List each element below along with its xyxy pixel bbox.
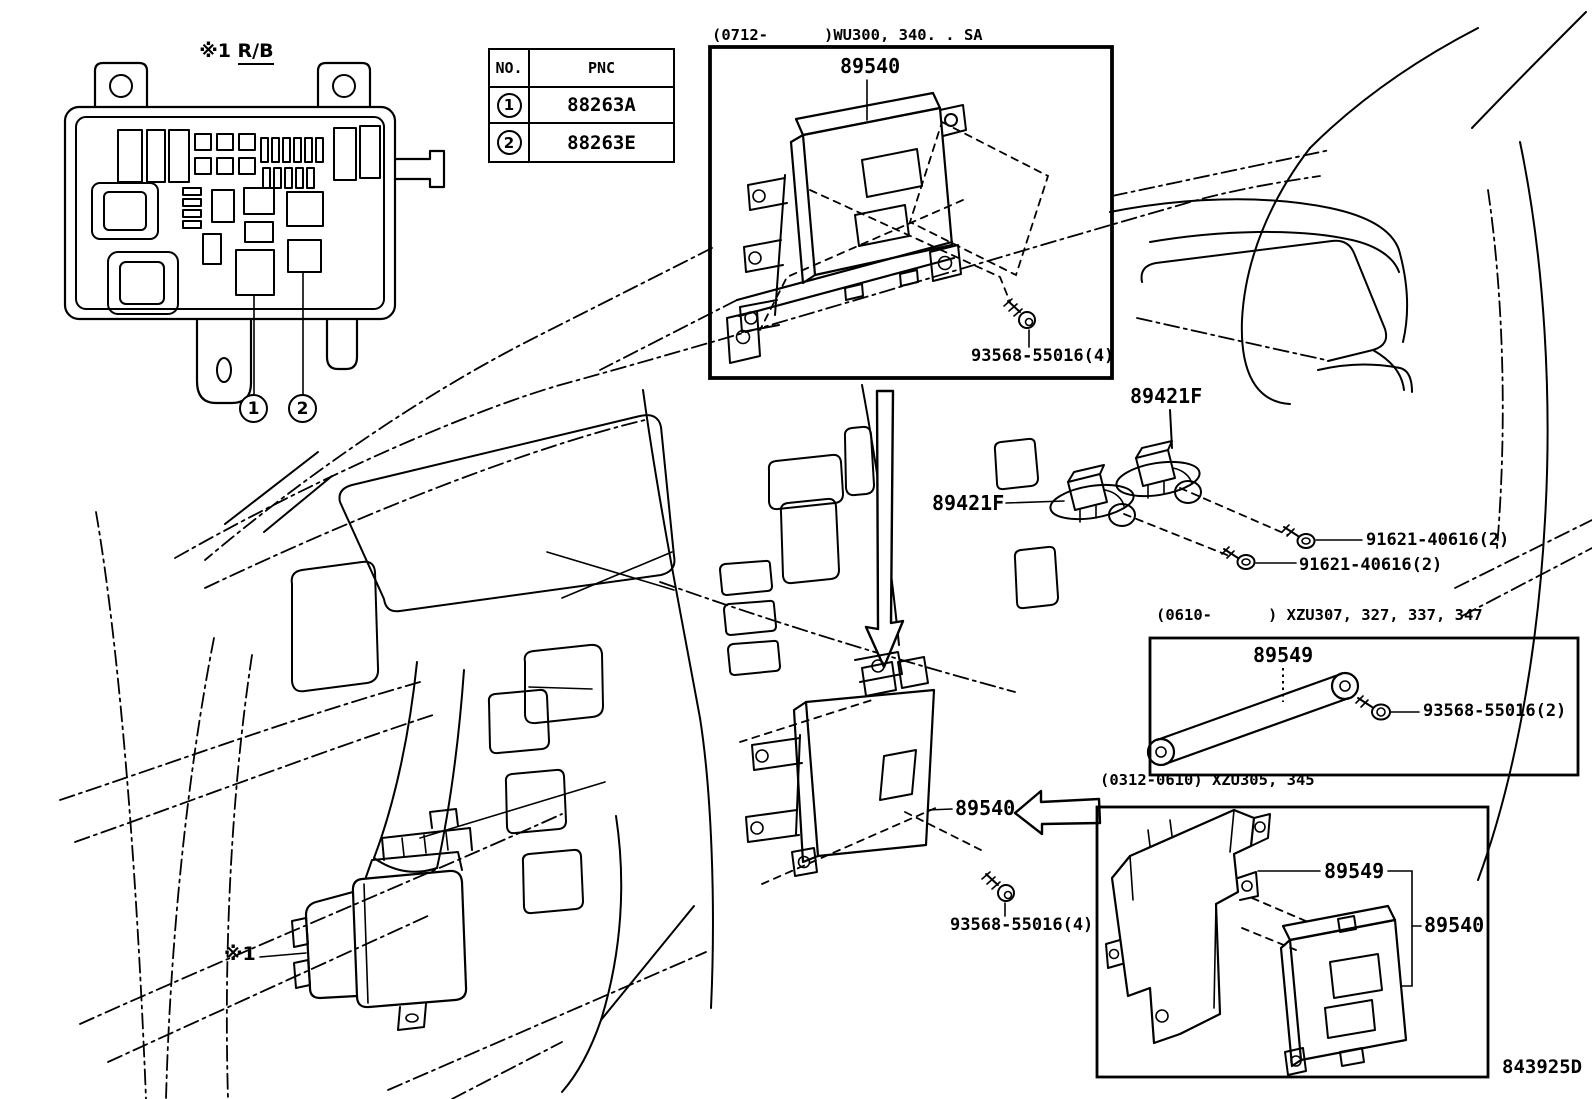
callout-2: 2	[288, 394, 317, 423]
legend-header-pnc: PNC	[530, 50, 673, 88]
left-arrow	[1013, 789, 1102, 836]
screw-label-main: 93568-55016(4)	[950, 915, 1094, 935]
bolt-label-lower: 91621-40616(2)	[1299, 555, 1443, 575]
inset-xzu307-header: (0610- ) XZU307, 327, 337, 347	[1156, 606, 1483, 624]
inset-box-xzu305	[1095, 805, 1490, 1079]
inset-box-xzu307	[1146, 636, 1580, 777]
part-label-89540-top: 89540	[840, 54, 901, 78]
legend-row-no: 1	[490, 88, 530, 124]
drawing-number: 843925D	[1502, 1056, 1583, 1078]
part-label-89421f-lower: 89421F	[932, 491, 1005, 515]
legend-row-no: 2	[490, 124, 530, 161]
down-arrow	[864, 389, 905, 669]
part-label-89540-box: 89540	[1424, 913, 1485, 937]
inset-box-wu300	[708, 45, 1114, 380]
legend-row-pnc: 88263E	[567, 131, 636, 154]
callout-1: 1	[239, 394, 268, 423]
ecu-unit-drawing	[1279, 904, 1408, 1076]
legend-row-pnc: 88263A	[530, 88, 673, 124]
fuse-slots	[91, 125, 381, 315]
part-label-89549-strap: 89549	[1253, 643, 1314, 667]
sensor-drawings	[1005, 409, 1363, 570]
inset-xzu305-header: (0312-0610) XZU305, 345	[1100, 771, 1315, 789]
part-label-89421f-upper: 89421F	[1130, 384, 1203, 408]
screw-label-top: 93568-55016(4)	[971, 346, 1115, 366]
relay-block-note-name: R/B	[237, 39, 274, 65]
relay-block-note-prefix: ※1	[199, 39, 238, 62]
pnc-legend-table: NO. PNC 1 88263A 2 88263E	[488, 48, 675, 163]
main-ecu-drawing	[739, 651, 1015, 917]
screw-label-strap: 93568-55016(2)	[1423, 701, 1567, 721]
bolt-icon	[1221, 546, 1297, 570]
part-label-89540-main: 89540	[955, 796, 1016, 820]
dashboard-outline	[59, 11, 1592, 1099]
strap-drawing	[1146, 671, 1360, 767]
part-label-89549-box: 89549	[1324, 859, 1385, 883]
relay-note-main: ※1	[224, 943, 256, 965]
inset-wu300-header: (0712- )WU300, 340. . SA	[712, 26, 983, 44]
relay-block-part	[259, 808, 473, 1031]
screw-icon	[1355, 695, 1391, 721]
bracket-drawing	[1105, 808, 1309, 1045]
relay-block-drawing	[63, 61, 446, 405]
bolt-label-upper: 91621-40616(2)	[1366, 530, 1510, 550]
screw-icon	[1003, 298, 1036, 329]
relay-block-note: ※1 R/B	[186, 22, 274, 65]
screw-icon	[981, 871, 1015, 902]
legend-header-no: NO.	[490, 50, 530, 88]
ecu-unit-drawing	[726, 91, 1050, 364]
bolt-icon	[1281, 524, 1363, 549]
circled-2: 2	[496, 130, 522, 155]
circled-1: 1	[496, 92, 522, 118]
